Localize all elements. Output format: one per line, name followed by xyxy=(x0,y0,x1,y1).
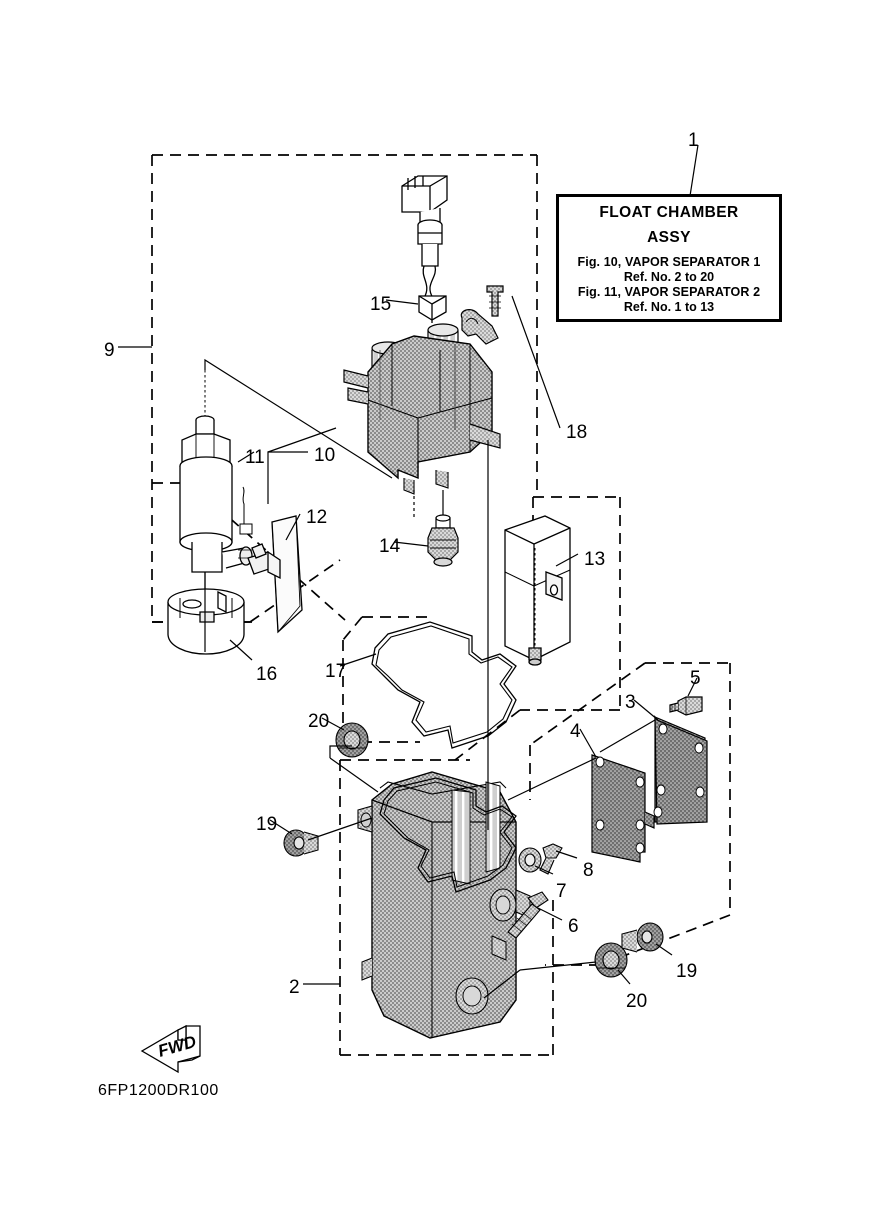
callout-19-upper: 19 xyxy=(256,814,278,835)
group-17-dashed-boundary xyxy=(342,616,430,743)
part-7-flange-nut xyxy=(518,847,542,873)
title-line-1: FLOAT CHAMBER xyxy=(599,204,739,221)
part-6-long-screw xyxy=(507,891,549,939)
group-2-dashed-boundary xyxy=(339,759,554,1056)
part-17-chamber-gasket xyxy=(371,621,517,749)
callout-3: 3 xyxy=(625,692,636,713)
callout-15: 15 xyxy=(370,294,392,315)
part-9-vapor-separator-body xyxy=(343,323,501,495)
callout-10: 10 xyxy=(314,445,336,466)
part-13-float-chamber-cover xyxy=(504,515,571,666)
part-14-fuel-filter xyxy=(427,490,459,567)
part-19-grommet-upper xyxy=(283,829,319,857)
part-18-bolt xyxy=(486,285,504,317)
callout-6: 6 xyxy=(568,916,579,937)
title-line-3: Fig. 10, VAPOR SEPARATOR 1 xyxy=(577,255,761,269)
part-5-bolt xyxy=(669,696,703,716)
callout-17: 17 xyxy=(325,661,347,682)
callout-16: 16 xyxy=(256,664,278,685)
title-box: FLOAT CHAMBER ASSY Fig. 10, VAPOR SEPARA… xyxy=(556,194,782,322)
title-line-4: Ref. No. 2 to 20 xyxy=(623,270,715,284)
title-line-2: ASSY xyxy=(647,229,691,246)
callout-14: 14 xyxy=(379,536,401,557)
part-11-fuel-pump xyxy=(179,370,253,630)
part-2-float-chamber-body xyxy=(357,771,531,1039)
callout-5: 5 xyxy=(690,668,701,689)
fwd-direction-arrow: FWD xyxy=(140,1024,201,1074)
callout-18: 18 xyxy=(566,422,588,443)
callout-13: 13 xyxy=(584,549,606,570)
part-4-gasket-plate xyxy=(591,754,655,863)
callout-8: 8 xyxy=(583,860,594,881)
part-16-pump-base-cup xyxy=(167,588,245,655)
part-3-gasket-plate xyxy=(653,714,708,825)
callout-20-lower: 20 xyxy=(626,991,648,1012)
callout-19-lower: 19 xyxy=(676,961,698,982)
part-12-pump-holder-plate xyxy=(247,515,303,634)
part-20-damper-lower xyxy=(594,942,628,978)
part-19-grommet-lower xyxy=(621,922,664,953)
group-9-dashed-boundary xyxy=(151,154,538,623)
callout-11: 11 xyxy=(245,447,265,468)
callout-20-upper: 20 xyxy=(308,711,330,732)
callout-7: 7 xyxy=(556,881,567,902)
part-18-clip xyxy=(460,309,499,345)
leader-lines xyxy=(118,144,699,985)
title-line-6: Ref. No. 1 to 13 xyxy=(623,300,715,314)
part-15-wire-harness-connector xyxy=(401,175,448,344)
group-pointer-lines xyxy=(204,358,656,999)
drawing-part-number: 6FP1200DR100 xyxy=(98,1082,219,1099)
callout-9: 9 xyxy=(104,340,115,361)
callout-12: 12 xyxy=(306,507,328,528)
callout-2: 2 xyxy=(289,977,300,998)
part-20-damper-upper xyxy=(335,722,369,758)
callout-4: 4 xyxy=(570,721,581,742)
title-line-5: Fig. 11, VAPOR SEPARATOR 2 xyxy=(577,285,761,299)
group-10-dashed-boundary xyxy=(152,482,346,621)
callout-1: 1 xyxy=(688,130,699,151)
